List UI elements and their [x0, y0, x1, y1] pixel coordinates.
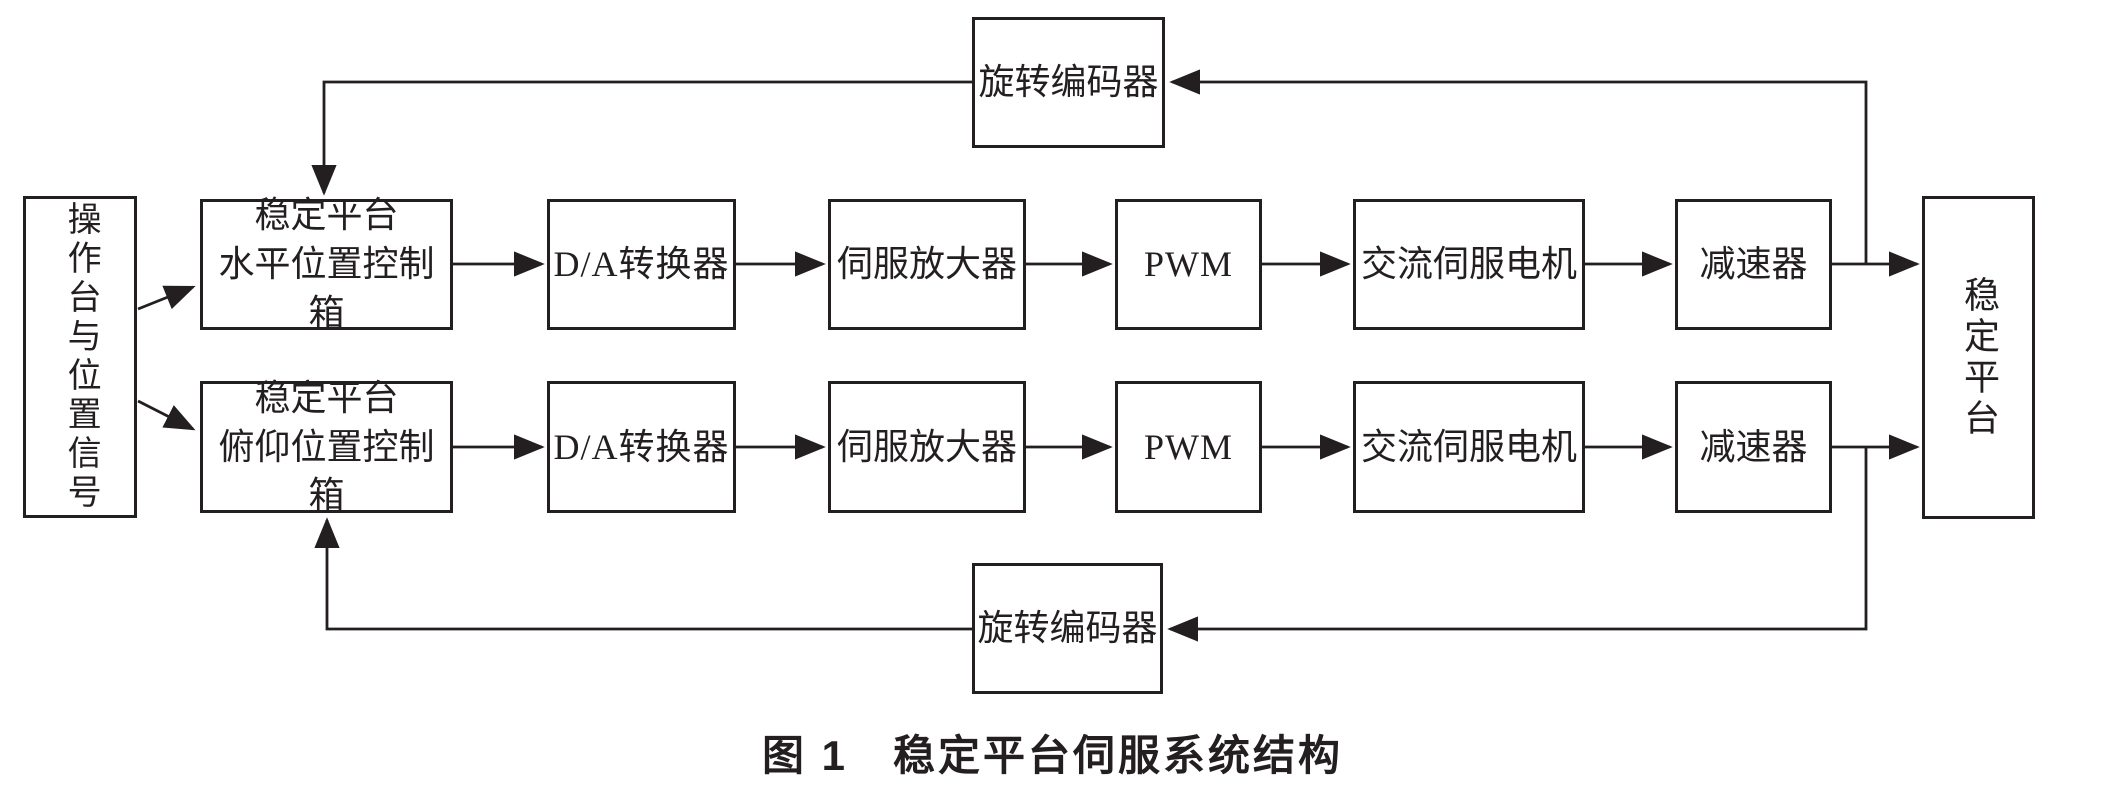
node-platform: 稳定平台 [1922, 196, 2035, 519]
node-pitch-controller-line2: 俯仰位置控制箱 [218, 426, 435, 516]
node-reducer-2: 减速器 [1675, 381, 1832, 513]
node-pitch-controller-line1: 稳定平台 [254, 377, 399, 418]
node-reducer-2-label: 减速器 [1699, 426, 1808, 467]
node-encoder-bottom-label: 旋转编码器 [977, 608, 1158, 649]
feedback-top-to-encoder [1169, 69, 1868, 264]
node-horizontal-controller-line1: 稳定平台 [254, 195, 399, 236]
node-platform-label: 稳定平台 [1958, 275, 1999, 440]
node-amplifier-2: 伺服放大器 [828, 381, 1026, 513]
node-pwm-1: PWM [1115, 199, 1262, 330]
node-amplifier-1: 伺服放大器 [828, 199, 1026, 330]
figure-caption: 图 1 稳定平台伺服系统结构 [761, 732, 1344, 779]
arrow-console-to-pitch-controller [137, 399, 196, 431]
node-dac-2-label: D/A转换器 [553, 426, 730, 467]
node-motor-1-label: 交流伺服电机 [1360, 244, 1577, 285]
arrow-console-to-horizontal-controller [137, 285, 196, 311]
node-amplifier-2-label: 伺服放大器 [836, 426, 1017, 467]
node-dac-1: D/A转换器 [547, 199, 736, 330]
node-motor-2-label: 交流伺服电机 [1360, 426, 1577, 467]
node-pitch-controller: 稳定平台 俯仰位置控制箱 [200, 378, 453, 515]
feedback-encoder-to-ctrl2 [314, 517, 972, 631]
feedback-encoder-to-ctrl1 [311, 80, 972, 196]
node-encoder-bottom: 旋转编码器 [972, 563, 1163, 694]
node-encoder-top-label: 旋转编码器 [978, 62, 1159, 103]
node-horizontal-controller: 稳定平台 水平位置控制箱 [200, 195, 453, 333]
node-pwm-2-label: PWM [1143, 426, 1233, 467]
node-motor-2: 交流伺服电机 [1353, 381, 1585, 513]
node-dac-2: D/A转换器 [547, 381, 736, 513]
node-reducer-1-label: 减速器 [1699, 244, 1808, 285]
node-pwm-1-label: PWM [1143, 244, 1233, 285]
node-encoder-top: 旋转编码器 [972, 17, 1165, 148]
node-reducer-1: 减速器 [1675, 199, 1832, 330]
node-amplifier-1-label: 伺服放大器 [836, 244, 1017, 285]
node-console: 操作台与位置信号 [23, 196, 137, 518]
node-motor-1: 交流伺服电机 [1353, 199, 1585, 330]
node-dac-1-label: D/A转换器 [553, 244, 730, 285]
node-console-label: 操作台与位置信号 [62, 201, 100, 513]
node-pwm-2: PWM [1115, 381, 1262, 513]
node-horizontal-controller-line2: 水平位置控制箱 [218, 244, 435, 333]
feedback-bottom-to-encoder [1167, 447, 1868, 642]
